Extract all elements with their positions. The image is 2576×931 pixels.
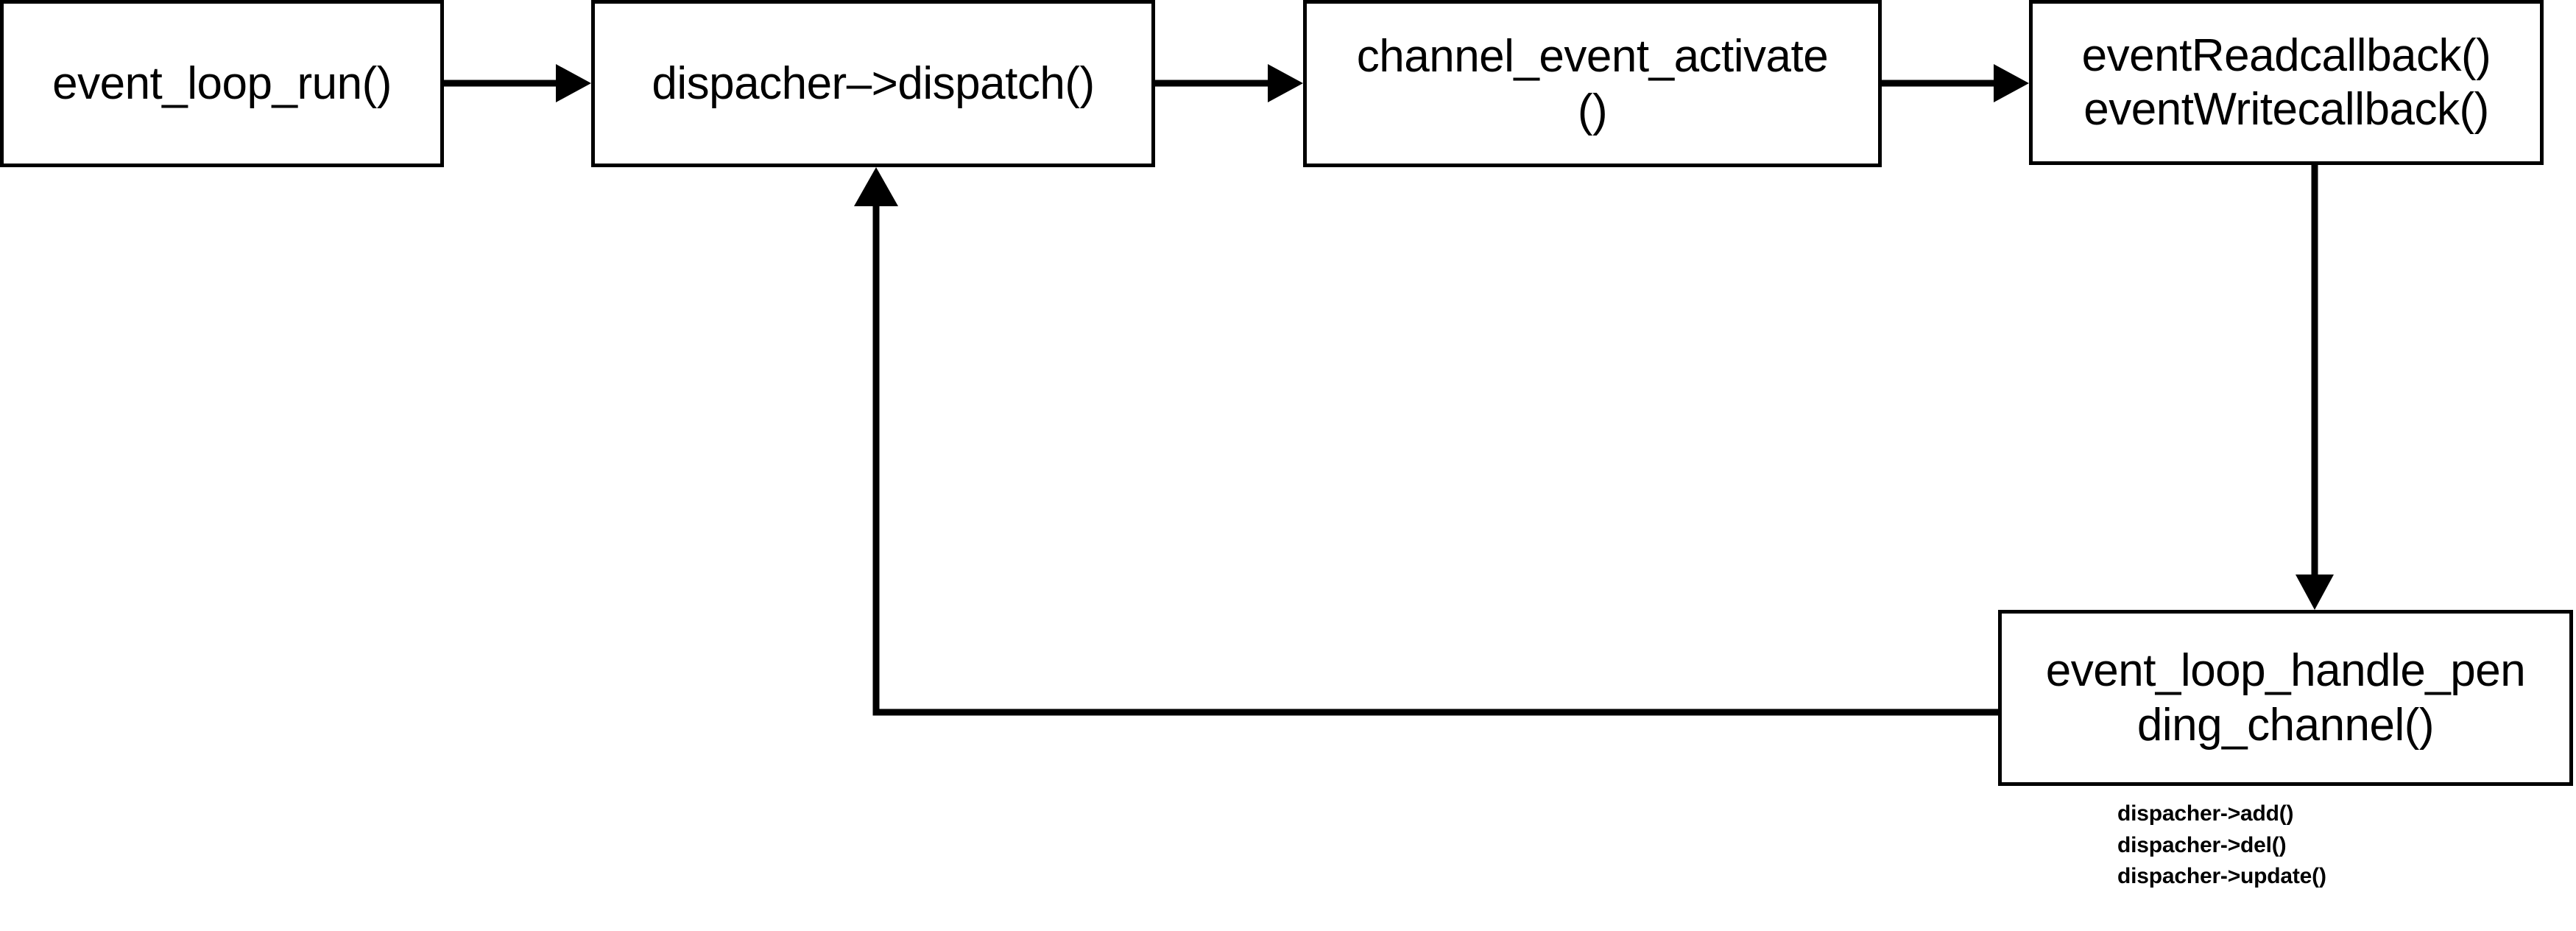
edge-handle-pending-to-dispatch-feedback bbox=[854, 167, 1998, 716]
node-channel-event-activate[interactable]: channel_event_activate () bbox=[1303, 0, 1882, 167]
node-handle-pending-channel[interactable]: event_loop_handle_pen ding_channel() bbox=[1998, 610, 2573, 786]
edge-dispatch-to-activate bbox=[1155, 64, 1303, 102]
node-dispatcher-dispatch[interactable]: dispacher–>dispatch() bbox=[591, 0, 1155, 167]
annotation-dispatcher-add: dispacher->add() bbox=[2117, 801, 2294, 826]
edge-callbacks-to-handle-pending bbox=[2296, 165, 2334, 610]
annotation-dispatcher-del: dispacher->del() bbox=[2117, 832, 2287, 857]
node-event-loop-run[interactable]: event_loop_run() bbox=[0, 0, 444, 167]
edge-run-to-dispatch bbox=[444, 64, 591, 102]
annotation-dispatcher-update: dispacher->update() bbox=[2117, 864, 2326, 889]
node-event-callbacks[interactable]: eventReadcallback() eventWritecallback() bbox=[2029, 0, 2544, 165]
dispatcher-method-annotations: dispacher->add() dispacher->del() dispac… bbox=[2117, 798, 2559, 893]
edge-activate-to-callbacks bbox=[1882, 64, 2029, 102]
